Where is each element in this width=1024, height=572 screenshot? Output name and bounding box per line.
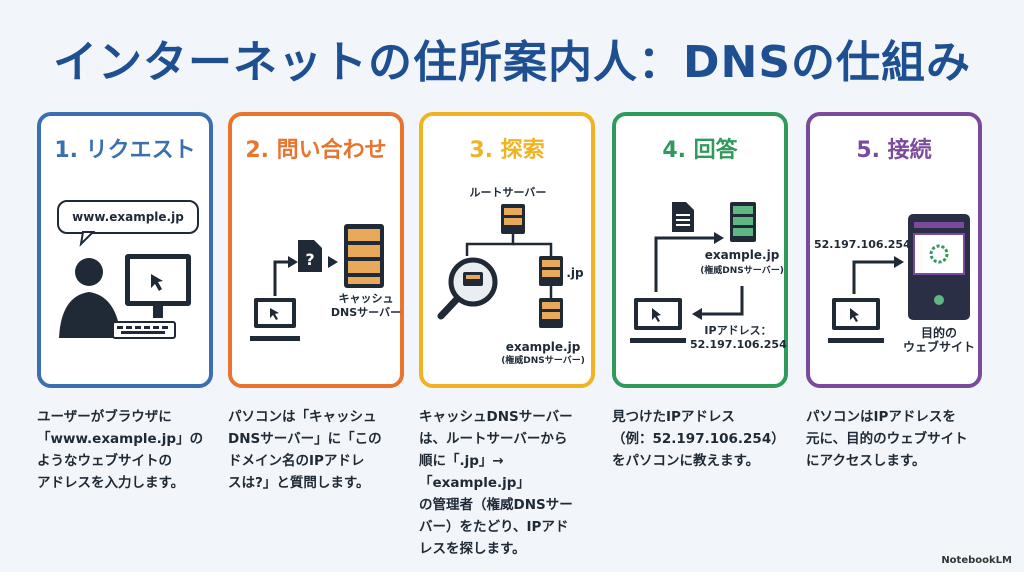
- magnifier-icon: [437, 257, 498, 320]
- search-diagram: [437, 204, 563, 328]
- step-5-panel: 5. 接続 52.197.106.254 目的の ウェブサイト: [806, 112, 982, 388]
- example-jp-label: example.jp: [704, 248, 780, 262]
- step-2-panel: 2. 問い合わせ ? キャッシュ DNSサーバー: [228, 112, 404, 388]
- step-2-title: 2. 問い合わせ: [245, 138, 387, 163]
- page-title: インターネットの住所案内人：DNSの仕組み: [52, 37, 972, 88]
- website-server-icon: [908, 214, 970, 320]
- authoritative-label: (権威DNSサーバー): [501, 356, 585, 366]
- pc-icon: [828, 298, 884, 343]
- url-bubble: www.example.jp: [57, 200, 199, 234]
- user-computer-icon: [59, 231, 191, 339]
- connect-diagram: [828, 214, 970, 343]
- root-server-label: ルートサーバー: [469, 186, 547, 199]
- step-5-description: パソコンはIPアドレスを 元に、目的のウェブサイト にアクセスします。: [806, 409, 968, 469]
- authoritative-server-icon: [539, 298, 563, 328]
- step-4-title: 4. 回答: [662, 138, 738, 163]
- step-1-title: 1. リクエスト: [54, 138, 196, 163]
- step-5-title: 5. 接続: [856, 138, 932, 163]
- pc-icon: [630, 298, 686, 343]
- jp-label: .jp: [566, 266, 584, 280]
- step-1-description: ユーザーがブラウザに 「www.example.jp」の ようなウェブサイトの …: [37, 409, 204, 491]
- authoritative-label: (権威DNSサーバー): [700, 266, 784, 276]
- question-mark: ?: [305, 250, 314, 269]
- authoritative-server-icon: [730, 202, 756, 242]
- step-3-title: 3. 探索: [469, 138, 545, 163]
- jp-server-icon: [539, 256, 563, 286]
- step-1-panel: 1. リクエスト www.example.jp: [37, 112, 213, 388]
- ip-answer-label: IPアドレス： 52.197.106.254: [690, 324, 787, 351]
- document-icon: [672, 202, 694, 232]
- cache-server-icon: [344, 224, 384, 288]
- step-4-description: 見つけたIPアドレス （例：52.197.106.254） をパソコンに教えます…: [612, 409, 785, 469]
- step-3-description: キャッシュDNSサーバー は、ルートサーバーから 順に「.jp」→「exampl…: [419, 409, 573, 557]
- example-jp-label: example.jp: [505, 340, 581, 354]
- step-4-panel: 4. 回答 example.jp (権威DNSサーバー) IPアドレス： 52.…: [612, 112, 788, 388]
- step-3-panel: 3. 探索 ルートサーバー .jp example.jp (権威DNSサーバー): [419, 112, 595, 388]
- website-label: 目的の ウェブサイト: [902, 326, 975, 354]
- query-diagram: ?: [250, 224, 384, 341]
- notebooklm-logo: NotebookLM: [941, 555, 1012, 566]
- cache-server-label: キャッシュ DNSサーバー: [330, 292, 402, 319]
- ip-label: 52.197.106.254: [814, 238, 911, 251]
- root-server-icon: [501, 204, 525, 234]
- step-2-description: パソコンは「キャッシュ DNSサーバー」に「この ドメイン名のIPアドレ スは?…: [228, 409, 382, 491]
- answer-diagram: [630, 202, 756, 343]
